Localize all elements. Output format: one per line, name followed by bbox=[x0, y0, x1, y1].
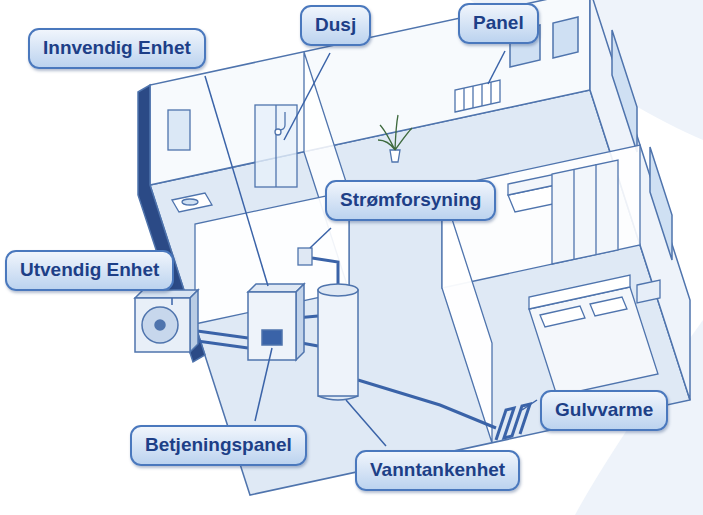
power-supply bbox=[298, 248, 312, 265]
label-text: Innvendig Enhet bbox=[43, 37, 191, 60]
label-text: Gulvvarme bbox=[555, 399, 653, 422]
callout-label: Gulvvarme bbox=[540, 390, 668, 431]
label-text: Utvendig Enhet bbox=[20, 259, 159, 282]
label-text: Panel bbox=[473, 12, 524, 35]
outdoor-unit bbox=[135, 290, 198, 352]
label-text: Dusj bbox=[315, 14, 356, 37]
callout-label: Vanntankenhet bbox=[355, 450, 520, 491]
label-text: Betjeningspanel bbox=[145, 434, 292, 457]
callout-label: Betjeningspanel bbox=[130, 425, 307, 466]
indoor-unit bbox=[248, 284, 304, 360]
outer-walls bbox=[138, 0, 690, 400]
callout-label: Utvendig Enhet bbox=[5, 250, 174, 291]
callout-label: Innvendig Enhet bbox=[28, 28, 206, 69]
leader-lines bbox=[172, 51, 537, 446]
callout-label: Panel bbox=[458, 3, 539, 44]
label-text: Vanntankenhet bbox=[370, 459, 505, 482]
callout-label: Strømforsyning bbox=[325, 180, 496, 221]
callout-label: Dusj bbox=[300, 5, 371, 46]
bedroom bbox=[529, 160, 660, 396]
bathroom bbox=[168, 105, 297, 212]
pipes bbox=[190, 258, 530, 440]
water-tank bbox=[318, 284, 358, 400]
label-text: Strømforsyning bbox=[340, 189, 481, 212]
